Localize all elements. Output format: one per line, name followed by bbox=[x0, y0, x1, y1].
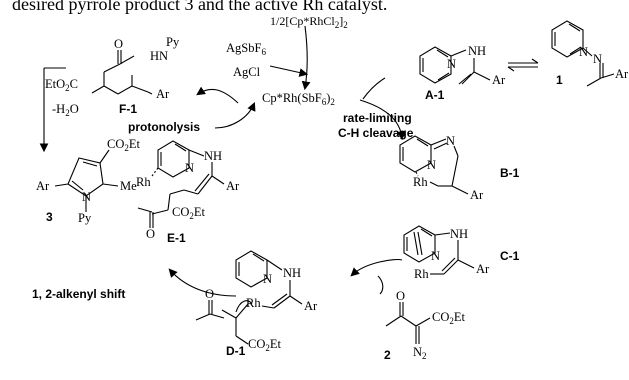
c1-ar: Ar bbox=[615, 67, 629, 81]
e1-rh: Rh bbox=[136, 175, 151, 189]
c1-imine-n: N bbox=[593, 52, 603, 66]
dehydration-label: -H2O bbox=[52, 102, 79, 118]
c1-nh: NH bbox=[450, 227, 469, 241]
label-2: 2 bbox=[384, 348, 391, 362]
a1-nh: NH bbox=[468, 44, 487, 58]
d1-ring-n: N bbox=[263, 272, 273, 286]
a1-n: N bbox=[447, 57, 457, 71]
label-3: 3 bbox=[46, 210, 53, 224]
b1-ar: Ar bbox=[470, 188, 484, 202]
step-rate-limiting: rate-limiting bbox=[343, 111, 412, 125]
compound-c1-structure bbox=[403, 225, 475, 275]
silver-chloride-byproduct: AgCl bbox=[233, 65, 261, 79]
p3-n: N bbox=[82, 190, 92, 204]
label-f1: F-1 bbox=[119, 102, 137, 116]
compound-1-structure bbox=[551, 20, 615, 87]
compound-d1-structure bbox=[195, 250, 303, 345]
label-e1: E-1 bbox=[167, 231, 186, 245]
f1-py: Py bbox=[166, 35, 180, 49]
silver-salt-reagent: AgSbF6 bbox=[226, 41, 266, 57]
label-a1: A-1 bbox=[425, 88, 445, 102]
d1-ester: CO2Et bbox=[248, 337, 281, 353]
d2-oxygen: O bbox=[396, 289, 406, 303]
compound-f1-structure bbox=[91, 50, 153, 95]
b1-rh: Rh bbox=[413, 175, 428, 189]
active-catalyst: Cp*Rh(SbF6)2 bbox=[262, 91, 335, 107]
e1-ring-n: N bbox=[185, 161, 195, 175]
p3-ar: Ar bbox=[36, 179, 50, 193]
d1-ar: Ar bbox=[304, 299, 318, 313]
p3-ester: CO2Et bbox=[107, 137, 140, 153]
cycle-arrows bbox=[168, 25, 423, 297]
label-d1: D-1 bbox=[226, 344, 246, 358]
intro-caption: desired pyrrole product 3 and the active… bbox=[12, 0, 388, 14]
f1-ar: Ar bbox=[156, 87, 170, 101]
f1-ester: EtO2C bbox=[45, 77, 78, 93]
f1-oxygen: O bbox=[114, 37, 124, 51]
p3-py: Py bbox=[78, 211, 92, 225]
e1-ar: Ar bbox=[226, 179, 240, 193]
d1-oxygen: O bbox=[205, 287, 215, 301]
label-c1: C-1 bbox=[500, 249, 520, 263]
label-1: 1 bbox=[556, 73, 563, 87]
e1-ester: CO2Et bbox=[172, 205, 205, 221]
c1-ring-n: N bbox=[579, 45, 589, 59]
step-ch-cleavage: C-H cleavage bbox=[338, 126, 414, 140]
d1-rh: Rh bbox=[246, 296, 261, 310]
c1-ar: Ar bbox=[476, 262, 490, 276]
a1-ar: Ar bbox=[492, 73, 506, 87]
f1-hn: HN bbox=[150, 49, 169, 63]
compound-2-structure bbox=[385, 302, 431, 344]
compound-e1-structure bbox=[137, 140, 225, 228]
step-alkenyl-shift: 1, 2-alkenyl shift bbox=[32, 287, 126, 301]
b1-ring-n: N bbox=[427, 158, 437, 172]
p3-me: Me bbox=[120, 179, 137, 193]
label-b1: B-1 bbox=[500, 166, 520, 180]
d2-ester: CO2Et bbox=[432, 310, 465, 326]
b1-imine-n: N bbox=[446, 134, 456, 148]
rh-dimer-reagent: 1/2[Cp*RhCl2]2 bbox=[270, 14, 348, 30]
d1-nh: NH bbox=[283, 266, 302, 280]
compound-3-structure bbox=[54, 149, 119, 212]
compound-b1-structure bbox=[399, 135, 469, 195]
d2-n2: N2 bbox=[413, 345, 427, 361]
c1-n: N bbox=[431, 249, 441, 263]
dehydration-arrow bbox=[39, 67, 66, 153]
equilibrium-arrows bbox=[507, 58, 539, 72]
e1-oxygen: O bbox=[146, 227, 156, 241]
c1-rh: Rh bbox=[414, 267, 429, 281]
step-protonolysis: protonolysis bbox=[128, 120, 201, 134]
compound-a1-structure bbox=[419, 46, 491, 85]
e1-nh: NH bbox=[204, 149, 223, 163]
